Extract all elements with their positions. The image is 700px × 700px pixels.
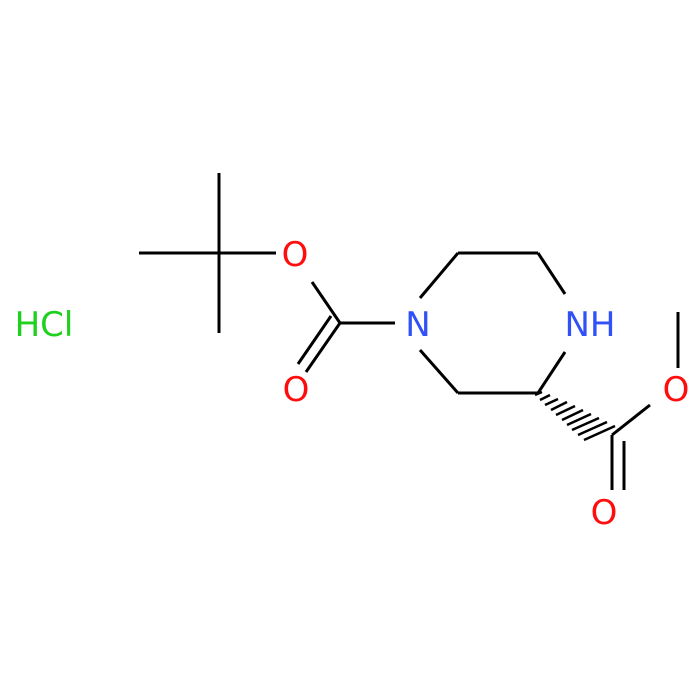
bond-ring-lower-right [536, 351, 567, 394]
bond-oxygen-carbonyl-boc [310, 281, 342, 324]
bond-ring-n-lower [418, 349, 460, 394]
bond-carbonyl-oxygen-boc-1 [304, 322, 342, 373]
atom-methoxy-oxygen: O [663, 370, 690, 410]
atom-ester-oxygen-tbu: O [282, 235, 309, 275]
atom-nitrogen-amine: NH [565, 305, 616, 345]
atom-carbonyl-oxygen-boc: O [283, 370, 310, 410]
stereo-hash-bond [534, 390, 616, 442]
bond-carbonyl-oxygen-boc-2 [296, 315, 333, 365]
atom-nitrogen-boc: N [405, 305, 430, 345]
atom-labels: O O N NH O O [282, 235, 690, 533]
bond-ring-n-upper [418, 252, 460, 299]
bond-ring-upper-right [536, 252, 567, 295]
atom-carbonyl-oxygen-ester: O [591, 493, 618, 533]
bond-lines [139, 173, 680, 490]
salt-label: HCl [15, 305, 74, 345]
bond-ester-oxygen [611, 403, 651, 437]
